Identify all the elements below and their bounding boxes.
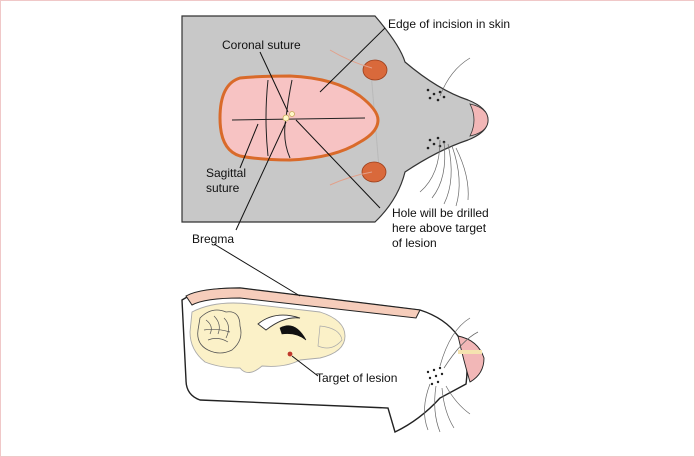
- side-view: [182, 244, 484, 432]
- label-edge-of-incision: Edge of incision in skin: [388, 17, 510, 31]
- label-hole-line-1: Hole will be drilled: [392, 206, 489, 220]
- label-target-of-lesion: Target of lesion: [316, 371, 397, 385]
- right-ear: [363, 60, 387, 80]
- lesion-target: [288, 352, 293, 357]
- label-hole-line-3: of lesion: [392, 236, 437, 250]
- drill-hole: [290, 112, 295, 117]
- label-sagittal-suture: Sagittal: [206, 166, 246, 180]
- label-hole-line-2: here above target: [392, 221, 487, 235]
- cerebellum: [198, 310, 241, 353]
- label-sagittal-suture-2: suture: [206, 181, 240, 195]
- label-coronal-suture: Coronal suture: [222, 38, 301, 52]
- bregma-point: [283, 115, 289, 121]
- label-bregma: Bregma: [192, 232, 234, 246]
- left-ear: [362, 162, 386, 182]
